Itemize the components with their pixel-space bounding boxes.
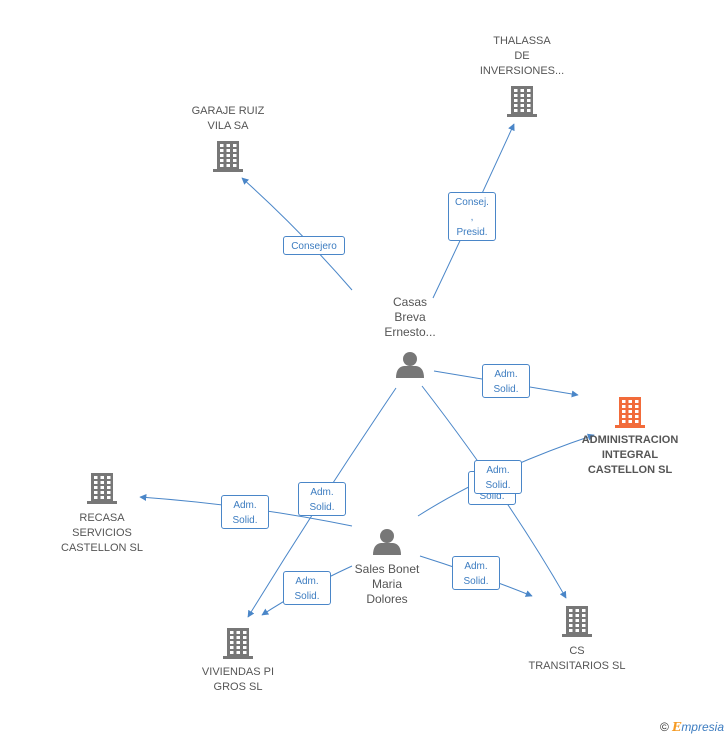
edge-label-line: Solid. (463, 576, 489, 587)
edge-label-sales-to-recasa[interactable]: Adm. Solid. (221, 495, 269, 529)
edge-label-sales-to-viviendas[interactable]: Adm. Solid. (283, 571, 331, 605)
brand-logo-letter: E (672, 720, 682, 734)
building-icon[interactable] (562, 606, 592, 637)
label-line: CASTELLON SL (61, 542, 143, 554)
edge-label-line: Consejero (291, 240, 337, 252)
edge-label-casas-to-garaje[interactable]: Consejero (283, 235, 345, 255)
building-icon[interactable] (615, 397, 645, 428)
label-line: TRANSITARIOS SL (528, 660, 626, 672)
copyright-symbol: © (659, 720, 669, 734)
edge-label-sales-to-cs[interactable]: Adm. Solid. (452, 556, 500, 590)
edge-label-line: Solid. (294, 591, 320, 602)
label-line: Casas (392, 295, 427, 309)
edge-label-line: Solid. (479, 491, 505, 502)
label-line: Maria (371, 577, 402, 591)
label-line: VILA SA (207, 120, 249, 132)
label-line: CASTELLON SL (587, 464, 673, 476)
building-icon[interactable] (507, 86, 537, 117)
edge-label-line: Consej. , (455, 197, 489, 223)
edge-label-casas-to-thalassa[interactable]: Consej. , Presid. (448, 192, 496, 241)
label-line: RECASA (79, 512, 125, 524)
person-icon[interactable] (373, 529, 401, 555)
label-line: GARAJE RUIZ (191, 105, 265, 117)
label-line: Ernesto... (384, 325, 436, 339)
edge-label-line: Adm. (310, 487, 334, 498)
label-line: DE (514, 50, 530, 62)
edge-label-line: Solid. (309, 502, 335, 513)
edge-label-line: Solid. (232, 515, 258, 526)
building-icon[interactable] (213, 141, 243, 172)
label-line: CS (569, 645, 585, 657)
person-icon[interactable] (396, 352, 424, 378)
company-name-admin[interactable]: ADMINISTRACION INTEGRAL CASTELLON SL (570, 433, 690, 478)
edge-label-line: Adm. (486, 465, 510, 476)
company-name-cs[interactable]: CS TRANSITARIOS SL (517, 644, 637, 674)
edge-label-casas-to-admin[interactable]: Adm. Solid. (482, 364, 530, 398)
label-line: INTEGRAL (601, 449, 659, 461)
edge-label-casas-to-viviendas[interactable]: Adm. Solid. (298, 482, 346, 516)
building-icon[interactable] (223, 628, 253, 659)
company-name-recasa[interactable]: RECASA SERVICIOS CASTELLON SL (42, 511, 162, 556)
label-line: VIVIENDAS PI (201, 666, 275, 678)
label-line: GROS SL (213, 681, 263, 693)
brand-name: mpresia (681, 720, 724, 734)
edge-label-line: Adm. (494, 369, 518, 380)
company-name-garaje[interactable]: GARAJE RUIZ VILA SA (168, 104, 288, 134)
label-line: Sales Bonet (354, 562, 420, 576)
edge-casas-to-garaje (241, 177, 353, 291)
edge-label-sales-to-admin[interactable]: Adm. Solid. (474, 460, 522, 494)
brand-footer: © Empresia (660, 720, 724, 734)
edge-label-line: Solid. (493, 384, 519, 395)
label-line: SERVICIOS (72, 527, 132, 539)
edge-label-line: Adm. (295, 576, 319, 587)
label-line: Breva (394, 310, 426, 324)
label-line: INVERSIONES... (479, 65, 565, 77)
company-name-thalassa[interactable]: THALASSA DE INVERSIONES... (462, 34, 582, 79)
building-icon[interactable] (87, 473, 117, 504)
company-name-viviendas[interactable]: VIVIENDAS PI GROS SL (178, 665, 298, 695)
edge-label-line: Adm. (464, 561, 488, 572)
label-line: Dolores (366, 592, 408, 606)
edge-label-line: Solid. (485, 480, 511, 491)
label-line: ADMINISTRACION (581, 434, 679, 446)
edge-label-line: Adm. (233, 500, 257, 511)
label-line: THALASSA (493, 35, 551, 47)
edge-label-line: Presid. (456, 227, 488, 238)
